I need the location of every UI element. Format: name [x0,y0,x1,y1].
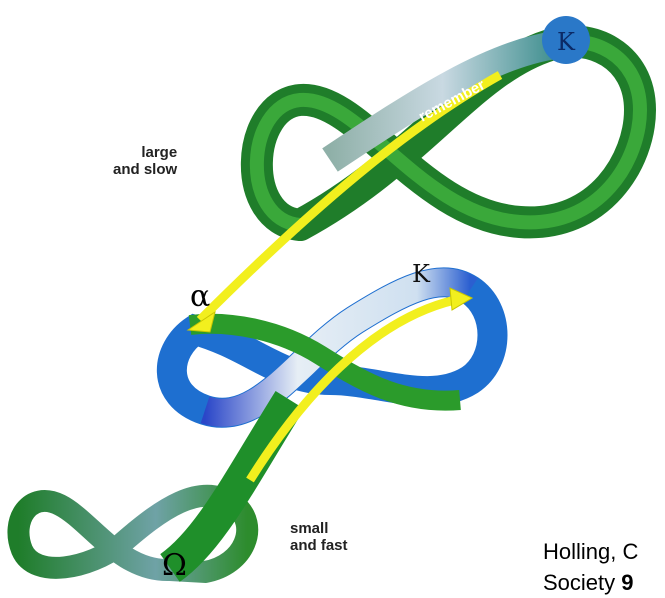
panarchy-diagram: K remember revolt [7,16,656,584]
small-fast-label: small and fast [290,520,348,554]
large-slow-label: large and slow [113,144,177,178]
large-slow-loop [240,25,656,241]
citation-line2-bold: 9 [621,570,634,595]
small-fast-loop [7,390,305,584]
remember-arrow [186,71,503,333]
citation-line2: Society 9 [543,567,638,598]
large-slow-line1: large [141,144,178,161]
alpha-symbol: α [190,279,211,314]
k-top-symbol: K [557,28,576,56]
citation-line1: Holling, C [543,539,639,564]
small-fast-line2: and fast [290,537,348,554]
omega-symbol: Ω [162,548,187,583]
large-slow-line2: and slow [113,161,178,178]
small-fast-line1: small [290,520,329,537]
k-circle [542,16,590,64]
k-middle-symbol: K [412,260,430,288]
citation-line2-text: Society [543,570,622,595]
revolt-arrow [246,287,474,483]
citation: Holling, C Society 9 [543,536,638,598]
